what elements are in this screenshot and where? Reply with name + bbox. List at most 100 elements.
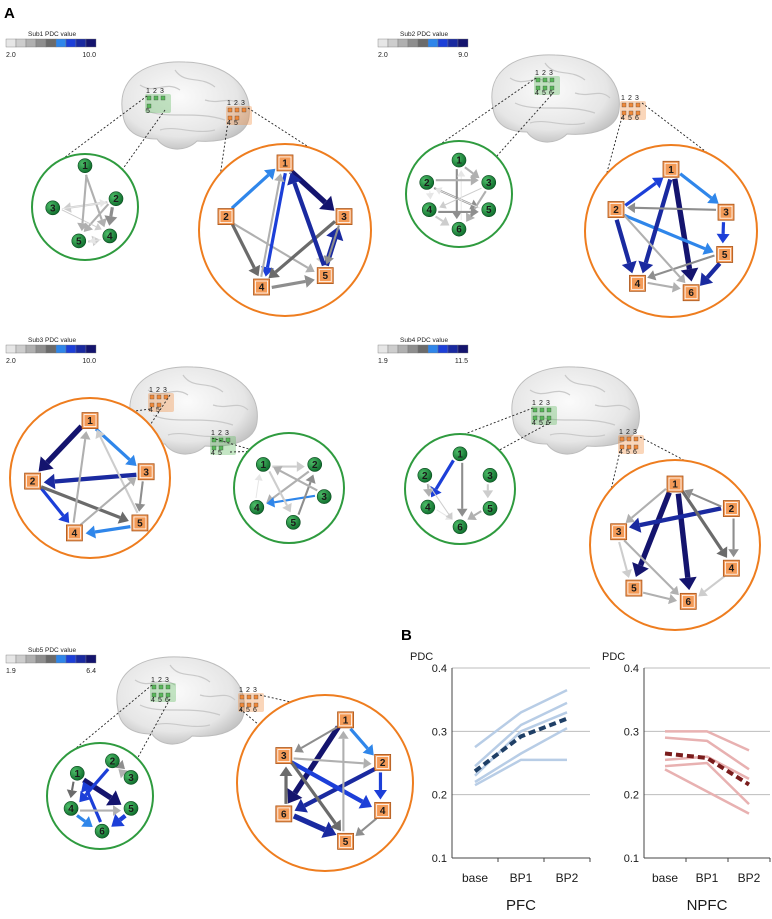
electrode-label: 3	[225, 430, 229, 437]
legend-max: 6.4	[86, 668, 96, 675]
connection-arrow	[440, 190, 480, 209]
connection-arrow	[705, 262, 722, 280]
connection-arrow-head	[678, 576, 697, 591]
legend-swatch	[5, 654, 17, 664]
electrode-contact	[532, 407, 538, 413]
green-network-ring	[405, 140, 513, 248]
connection-arrow-head	[456, 508, 468, 517]
electrode-node	[374, 802, 392, 819]
electrode-contact	[621, 110, 627, 116]
legend-swatch	[377, 38, 389, 48]
electrode-node-inset	[376, 756, 390, 769]
connection-arrow-head	[305, 474, 316, 484]
brain-sulcus	[139, 704, 221, 716]
electrode-node	[482, 501, 498, 516]
connection-arrow-head	[104, 215, 118, 226]
connection-arrow	[61, 209, 97, 228]
electrode-node-label: 6	[99, 827, 105, 838]
connection-arrow	[360, 817, 378, 832]
electrode-label: 3	[633, 429, 637, 436]
legend-swatch	[85, 654, 97, 664]
electrode-node	[108, 191, 124, 207]
brain-outline	[491, 54, 620, 143]
connection-arrow-head	[294, 798, 308, 813]
electrode-contact	[546, 407, 552, 413]
zoom-line	[121, 109, 166, 171]
electrode-label: 2	[234, 100, 238, 107]
connection-arrow-head	[304, 274, 315, 288]
legend-swatch	[437, 38, 449, 48]
zoom-line	[610, 450, 621, 490]
electrode-node-inset	[612, 525, 626, 539]
electrode-node	[123, 801, 139, 816]
electrode-label: 1	[227, 100, 231, 107]
electrode-node-label: 2	[113, 194, 119, 205]
connection-arrow-head	[728, 549, 739, 558]
electrode-label: 5	[158, 697, 162, 704]
chart-title: PFC	[506, 897, 536, 914]
legend-swatch	[45, 344, 57, 354]
electrode-node-label: 1	[672, 480, 678, 491]
electrode-label: 5	[539, 420, 543, 427]
connection-arrow-head	[273, 466, 283, 476]
connection-arrow	[654, 254, 715, 277]
connection-arrow	[82, 777, 113, 801]
electrode-node-label: 6	[456, 225, 462, 236]
brain-sulcus	[574, 92, 611, 99]
connection-arrow	[349, 727, 369, 750]
connection-arrow-head	[676, 273, 686, 284]
electrode-contact	[149, 402, 155, 408]
subject-series-line	[664, 755, 750, 780]
connection-arrow	[691, 492, 722, 508]
electrode-label: 3	[241, 100, 245, 107]
electrode-node-inset	[26, 474, 39, 488]
electrode-contact	[151, 692, 157, 698]
legend-min: 2.0	[6, 52, 16, 59]
electrode-node	[285, 515, 301, 530]
connection-arrow	[289, 169, 327, 205]
legend-swatch	[427, 38, 439, 48]
connection-arrow	[642, 591, 670, 601]
electrode-node	[94, 823, 110, 839]
connection-arrow	[292, 182, 326, 267]
connection-arrow	[614, 219, 632, 264]
electrode-node-label: 1	[282, 158, 288, 169]
connection-arrow	[72, 438, 87, 523]
electrode-contact	[628, 102, 634, 108]
electrode-label: 5	[626, 449, 630, 456]
y-axis-label: PDC	[602, 651, 625, 663]
connection-arrow-head	[77, 222, 88, 232]
legend-swatch	[75, 654, 87, 664]
electrode-node	[452, 446, 468, 462]
legend-swatch	[35, 654, 47, 664]
electrode-contact	[535, 77, 541, 83]
legend-max: 10.0	[82, 358, 96, 365]
electrode-node	[419, 175, 435, 190]
electrode-contact	[539, 415, 545, 421]
electrode-contact	[253, 702, 259, 708]
electrode-label: 3	[160, 88, 164, 95]
connection-arrow	[230, 173, 270, 210]
connection-arrow	[39, 486, 65, 517]
electrode-node-label: 2	[30, 477, 36, 488]
electrode-node-inset	[318, 269, 332, 283]
connection-arrow	[85, 789, 103, 823]
electrode-node-label: 1	[260, 460, 266, 471]
brain-sulcus	[212, 404, 249, 411]
connection-arrow-head	[274, 173, 285, 183]
electrode-label: 3	[549, 70, 553, 77]
connection-arrow-head	[668, 593, 678, 605]
electrode-node-inset	[139, 465, 153, 479]
electrode-node	[276, 154, 294, 172]
electrode-label: 3	[163, 387, 167, 394]
electrode-node-label: 1	[668, 165, 674, 176]
electrode-node-label: 5	[76, 236, 82, 247]
electrode-node	[452, 519, 468, 535]
